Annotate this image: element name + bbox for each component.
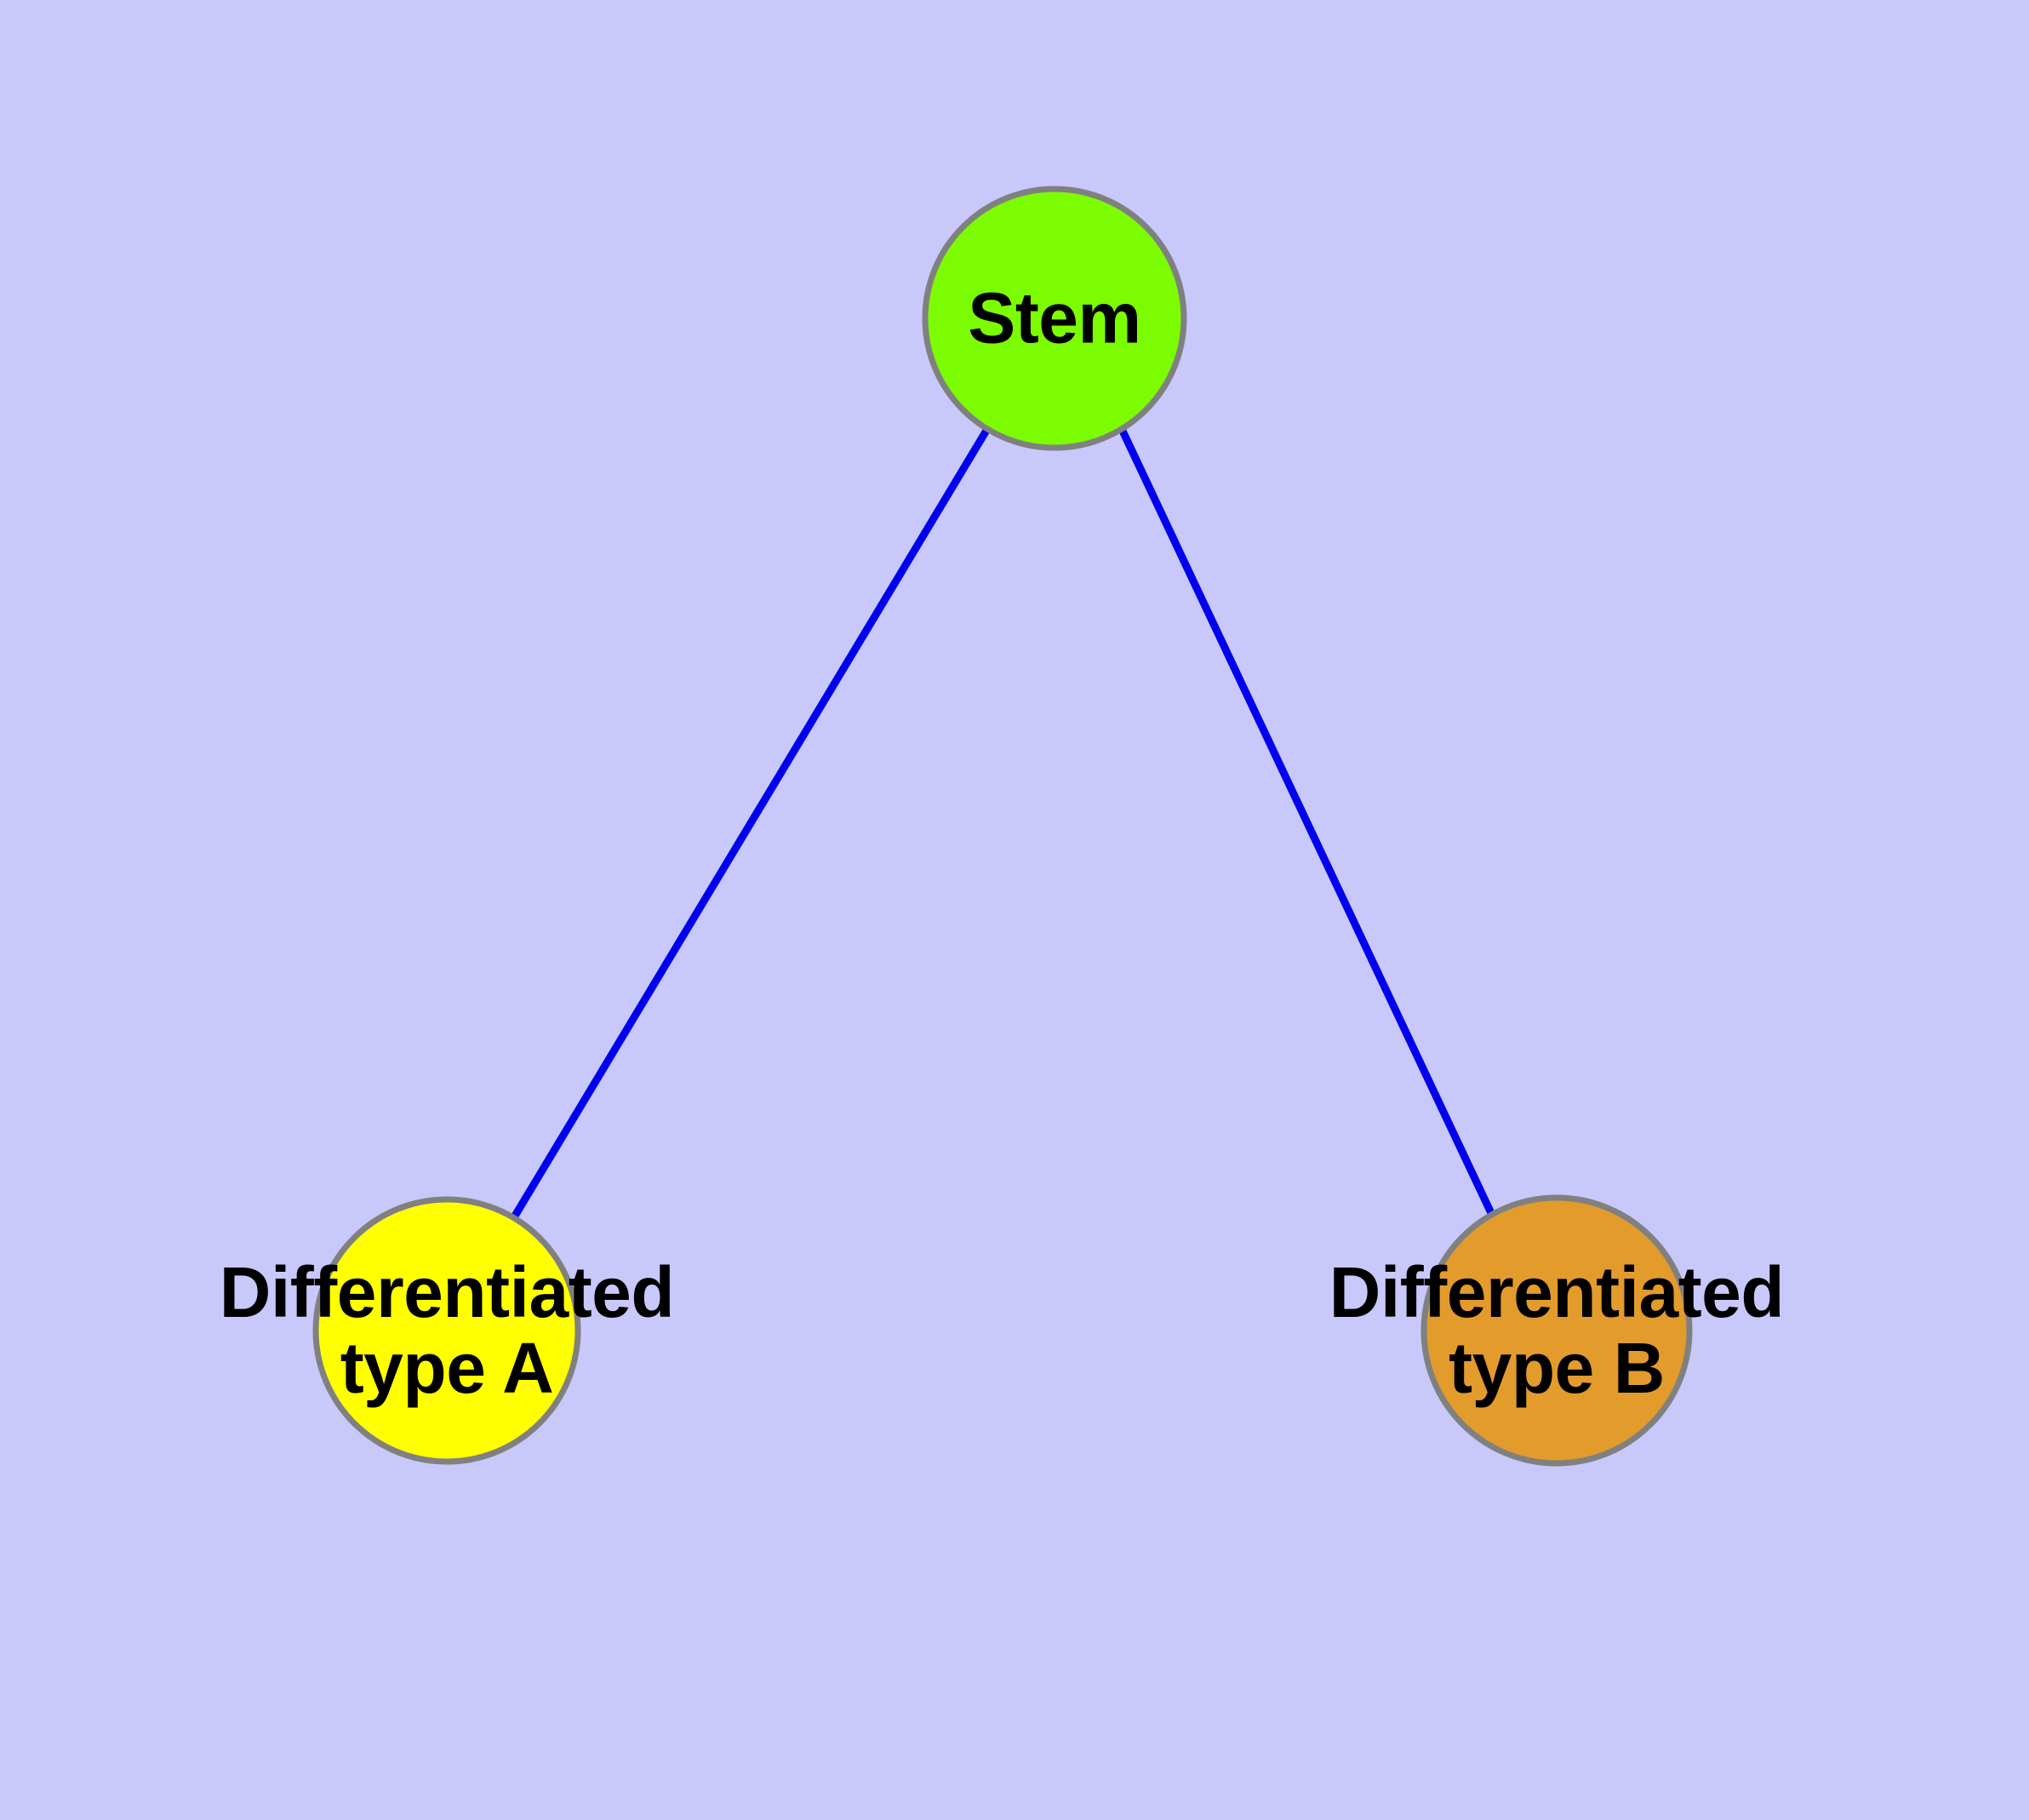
edge-layer (511, 426, 1495, 1220)
node-layer (312, 186, 1693, 1467)
edge-stem-to-diff-b[interactable] (1117, 427, 1495, 1215)
node-differentiated-type-b[interactable] (1420, 1194, 1693, 1467)
node-differentiated-type-a[interactable] (312, 1196, 581, 1465)
edge-stem-to-diff-a[interactable] (511, 426, 991, 1220)
node-stem[interactable] (922, 186, 1187, 451)
